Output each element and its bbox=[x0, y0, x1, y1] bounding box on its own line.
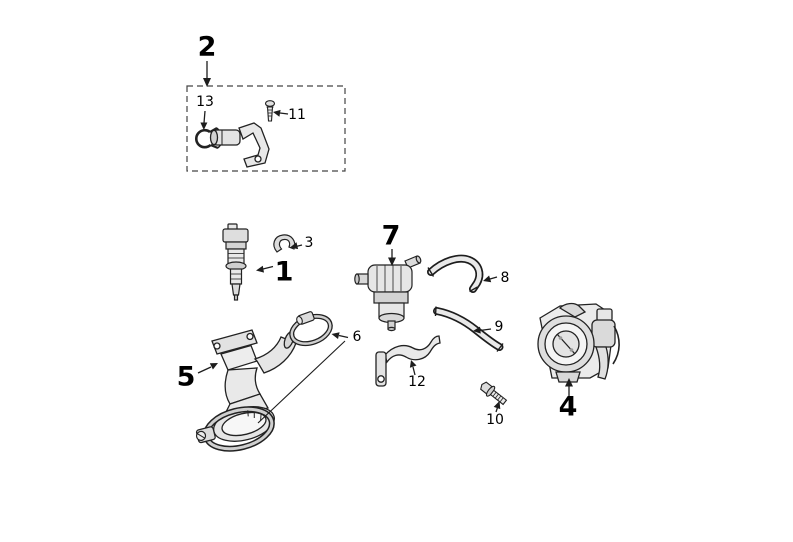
callout-9: 9 bbox=[494, 319, 504, 335]
purge-valve-drawing bbox=[354, 255, 422, 332]
arrowhead-8 bbox=[483, 275, 492, 283]
leader-8 bbox=[489, 276, 498, 280]
arrowhead-13 bbox=[200, 122, 208, 130]
leader-11 bbox=[279, 112, 289, 115]
callout-7: 7 bbox=[381, 220, 401, 252]
arrowhead-9 bbox=[473, 326, 481, 334]
clip-3-drawing bbox=[273, 234, 296, 253]
arrowhead-2 bbox=[203, 78, 211, 87]
leader-5 bbox=[197, 366, 212, 374]
arrowhead-7 bbox=[388, 257, 396, 266]
leader-9 bbox=[479, 328, 492, 332]
callout-12: 12 bbox=[408, 374, 426, 390]
screw-11-drawing bbox=[264, 100, 276, 122]
leader-12 bbox=[412, 366, 416, 376]
arrowhead-1 bbox=[256, 265, 264, 273]
arrowhead-12 bbox=[409, 360, 417, 368]
callout-3: 3 bbox=[304, 235, 314, 251]
intake-manifold-drawing bbox=[211, 329, 297, 442]
leader-13 bbox=[203, 110, 206, 124]
leader-1 bbox=[262, 265, 274, 270]
leader-6 bbox=[338, 334, 349, 339]
callout-13: 13 bbox=[196, 94, 214, 110]
assembly-box-part2 bbox=[186, 85, 346, 172]
hose-clamp-6-top-drawing bbox=[289, 311, 333, 347]
callout-4: 4 bbox=[558, 391, 578, 423]
arrowhead-11 bbox=[273, 109, 281, 117]
callout-6: 6 bbox=[352, 329, 362, 345]
arrowhead-3 bbox=[290, 242, 299, 250]
callout-5: 5 bbox=[176, 361, 196, 393]
hose-8-drawing bbox=[427, 254, 484, 293]
callout-11: 11 bbox=[288, 107, 306, 123]
callout-2: 2 bbox=[197, 31, 217, 63]
leader-6-lower bbox=[257, 340, 346, 424]
callout-1: 1 bbox=[274, 256, 294, 288]
fuel-injector-drawing bbox=[222, 223, 249, 301]
callout-8: 8 bbox=[500, 270, 510, 286]
arrowhead-6 bbox=[331, 332, 340, 339]
callout-10: 10 bbox=[486, 412, 504, 428]
bracket-12-drawing bbox=[375, 335, 441, 387]
leader-lines bbox=[197, 61, 573, 424]
arrowhead-4 bbox=[565, 378, 573, 387]
throttle-body-drawing bbox=[537, 302, 620, 383]
arrowhead-5 bbox=[209, 363, 218, 370]
bracket-2-drawing bbox=[209, 122, 270, 168]
bolt-10-drawing bbox=[480, 381, 508, 406]
hose-clamp-6-bottom-drawing bbox=[195, 406, 275, 452]
hose-9-drawing bbox=[433, 306, 504, 352]
arrowhead-10 bbox=[493, 401, 501, 410]
